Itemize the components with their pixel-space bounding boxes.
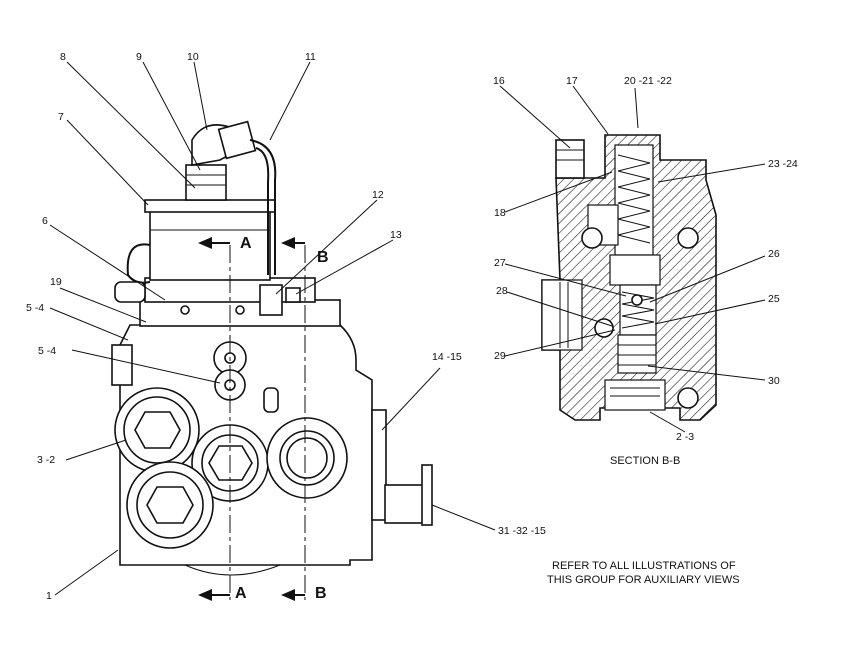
section-marker-b-top: B <box>317 249 329 266</box>
callout-19: 19 <box>50 276 62 288</box>
callout-18: 18 <box>494 207 506 219</box>
section-marker-a-top: A <box>240 235 252 252</box>
callout-23-24: 23 -24 <box>768 158 798 170</box>
callout-20-21-22: 20 -21 -22 <box>624 75 672 87</box>
callout-17: 17 <box>566 75 578 87</box>
callout-14-15: 14 -15 <box>432 351 462 363</box>
note-line-1: REFER TO ALL ILLUSTRATIONS OF <box>552 560 736 572</box>
callout-6: 6 <box>42 215 48 227</box>
callout-9: 9 <box>136 51 142 63</box>
callout-labels: 8 9 10 11 7 6 12 13 19 5 -4 5 -4 3 -2 1 … <box>26 51 798 602</box>
section-marker-a-bottom: A <box>235 585 247 602</box>
callout-27: 27 <box>494 257 506 269</box>
callout-5-4-lower: 5 -4 <box>38 345 56 357</box>
valve-assembly-view <box>111 120 433 601</box>
section-b-b-view <box>541 134 717 421</box>
callout-16: 16 <box>493 75 505 87</box>
callout-10: 10 <box>187 51 199 63</box>
callout-26: 26 <box>768 248 780 260</box>
section-caption: SECTION B-B <box>610 455 680 467</box>
callout-25: 25 <box>768 293 780 305</box>
callout-2-3: 2 -3 <box>676 431 694 443</box>
note-line-2: THIS GROUP FOR AUXILIARY VIEWS <box>547 574 740 586</box>
callout-30: 30 <box>768 375 780 387</box>
callout-29: 29 <box>494 350 506 362</box>
callout-7: 7 <box>58 111 64 123</box>
callout-1: 1 <box>46 590 52 602</box>
leader-lines <box>49 61 766 596</box>
section-marker-b-bottom: B <box>315 585 327 602</box>
callout-12: 12 <box>372 189 384 201</box>
callout-8: 8 <box>60 51 66 63</box>
callout-5-4-upper: 5 -4 <box>26 302 44 314</box>
callout-11: 11 <box>305 51 316 63</box>
callout-13: 13 <box>390 229 402 241</box>
callout-31-32-15: 31 -32 -15 <box>498 525 546 537</box>
callout-28: 28 <box>496 285 508 297</box>
callout-3-2: 3 -2 <box>37 454 55 466</box>
